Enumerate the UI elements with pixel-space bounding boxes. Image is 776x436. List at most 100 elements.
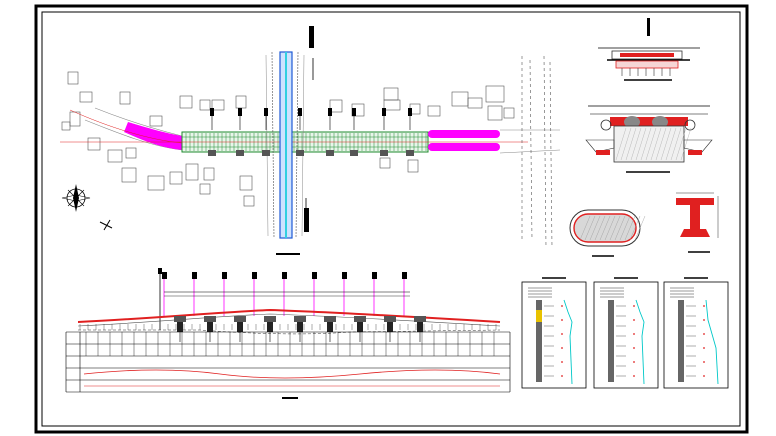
- pier-footing: [262, 150, 270, 156]
- pier-tag: [328, 108, 332, 116]
- outer-frame: [34, 4, 749, 434]
- building: [61, 121, 71, 131]
- hatch-line: [579, 215, 591, 241]
- pier-column: [297, 322, 303, 332]
- north-arrow-icon: [61, 184, 91, 212]
- building: [147, 175, 165, 191]
- pier-cap: [234, 316, 246, 322]
- hatch-line: [619, 215, 631, 241]
- pier-cap: [294, 316, 306, 322]
- flow-arrow-top: [309, 26, 314, 48]
- borehole-layer: [536, 310, 542, 322]
- cross-sections: [569, 18, 719, 257]
- hatch-line: [584, 215, 596, 241]
- pier-footing: [350, 150, 358, 156]
- spt-point: [633, 361, 635, 363]
- right-magenta-road-lower: [428, 143, 500, 151]
- hatch-line: [635, 127, 647, 161]
- hatch-line: [655, 127, 667, 161]
- spt-point: [703, 333, 705, 335]
- borehole-frame: [593, 281, 659, 389]
- hatch-line: [594, 215, 606, 241]
- hatch-line: [660, 127, 672, 161]
- borehole-column: [608, 300, 614, 382]
- building: [487, 105, 503, 121]
- spt-point: [703, 319, 705, 321]
- deck-profile-lower: [77, 313, 501, 327]
- curve-diagram: [83, 369, 501, 379]
- pier-footing: [406, 150, 414, 156]
- building-outlines: [61, 71, 515, 207]
- deck-profile: [77, 308, 501, 323]
- spt-point: [633, 319, 635, 321]
- left-approach-centerline: [69, 109, 183, 144]
- building: [383, 87, 399, 101]
- river-bank-right: [295, 51, 299, 239]
- pier-tag: [408, 108, 412, 116]
- pier-tag: [352, 108, 356, 116]
- hatch-line: [625, 127, 637, 161]
- elevation-piers: [79, 316, 497, 342]
- plan-view: [60, 26, 561, 255]
- building: [87, 137, 101, 151]
- building: [185, 163, 199, 181]
- river-bank-right-2: [301, 54, 305, 237]
- building: [211, 99, 225, 111]
- spt-curve: [563, 299, 573, 385]
- pier-column: [207, 322, 213, 332]
- pier-column: [387, 322, 393, 332]
- pier-footing: [236, 150, 244, 156]
- building: [79, 91, 93, 103]
- hatch-line: [630, 127, 642, 161]
- building: [149, 115, 163, 127]
- borehole-column: [678, 300, 684, 382]
- building: [199, 99, 211, 111]
- hatch-line: [640, 127, 652, 161]
- borehole-logs: [521, 277, 729, 389]
- abutment-flag: [158, 268, 162, 274]
- hatch-line: [599, 215, 611, 241]
- pier-footing: [380, 150, 388, 156]
- pier-cap: [354, 316, 366, 322]
- pier-cap: [264, 316, 276, 322]
- pier-cap: [324, 316, 336, 322]
- pier-cap: [174, 316, 186, 322]
- building: [485, 85, 505, 103]
- spt-point: [633, 347, 635, 349]
- building: [67, 71, 79, 85]
- right-side-road: [521, 55, 553, 249]
- building: [235, 95, 247, 109]
- pier-column: [267, 322, 273, 332]
- spt-point: [703, 347, 705, 349]
- hatch-line: [645, 127, 657, 161]
- pier-footing: [296, 150, 304, 156]
- pier-cap: [384, 316, 396, 322]
- spt-point: [703, 375, 705, 377]
- building: [243, 195, 255, 207]
- spt-point: [561, 375, 563, 377]
- spt-curve: [705, 299, 719, 385]
- right-magenta-road-upper: [428, 130, 500, 138]
- building: [239, 175, 253, 191]
- pier-column: [417, 322, 423, 332]
- spt-point: [633, 305, 635, 307]
- plan-pier-markers: [208, 108, 414, 156]
- longitudinal-elevation: [65, 268, 511, 399]
- building: [451, 91, 469, 107]
- left-magenta-road: [124, 122, 182, 150]
- road-edge: [549, 61, 553, 249]
- pier-cap-section: [585, 105, 713, 173]
- hatch-line: [670, 127, 682, 161]
- pier-tag: [238, 108, 242, 116]
- i-girder-section: [676, 192, 719, 253]
- left-approach-road: [94, 107, 183, 137]
- spt-point: [633, 333, 635, 335]
- hatch-line: [589, 215, 601, 241]
- pier-column: [327, 322, 333, 332]
- hatch-line: [624, 215, 636, 241]
- wind-arrow-icon: [99, 219, 113, 231]
- spt-point: [561, 333, 563, 335]
- spt-point: [703, 361, 705, 363]
- hatch-line: [680, 127, 692, 161]
- hatch-line: [604, 215, 616, 241]
